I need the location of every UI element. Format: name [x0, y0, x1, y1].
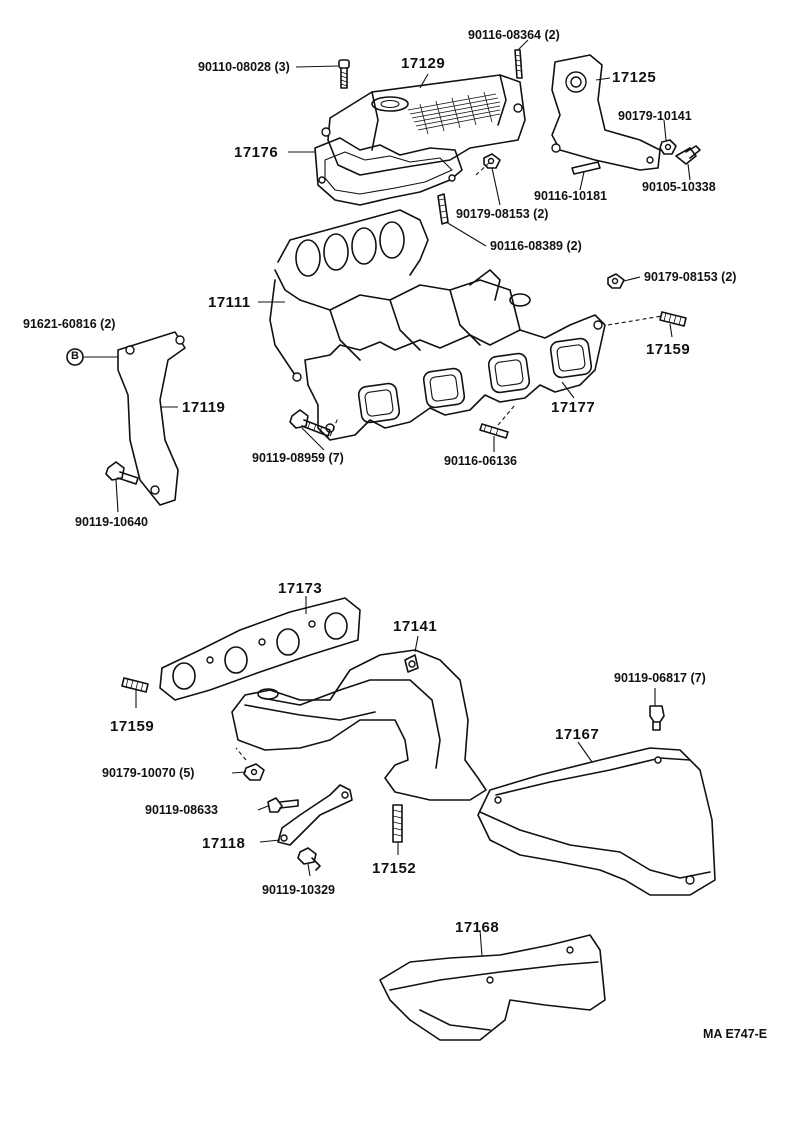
- callout-17168: 17168: [455, 919, 500, 936]
- callout-17129: 17129: [401, 55, 446, 72]
- intake-chamber-17129: [321, 74, 526, 176]
- bracket-17125: [551, 54, 661, 171]
- bolt-90110-08028: [338, 59, 350, 89]
- part-90119-10329: 90119-10329: [262, 883, 335, 897]
- part-90116-10181: 90116-10181: [534, 189, 607, 203]
- bolt-90105-10338: [675, 145, 701, 165]
- exhaust-manifold-17141: [231, 649, 487, 801]
- nut-90179-08153-upper: [483, 153, 501, 169]
- callout-17141: 17141: [393, 618, 438, 635]
- bolt-90119-10640: [105, 461, 139, 485]
- part-90116-06136: 90116-06136: [444, 454, 517, 468]
- part-90179-10141: 90179-10141: [618, 109, 692, 123]
- bolt-90119-08959: [289, 409, 331, 437]
- part-90119-08633: 90119-08633: [145, 803, 218, 817]
- callout-17159-lower: 17159: [110, 718, 155, 735]
- callout-17177: 17177: [551, 399, 596, 416]
- stud-90116-08364: [514, 49, 523, 79]
- bolt-90119-08633: [267, 797, 299, 813]
- leader-lines: [84, 39, 691, 957]
- nut-90179-08153-lower: [607, 273, 625, 289]
- bracket-17118: [277, 784, 353, 846]
- gasket-17176: [314, 137, 463, 206]
- callout-17125: 17125: [612, 69, 657, 86]
- callout-17173: 17173: [278, 580, 323, 597]
- callout-17176: 17176: [234, 144, 279, 161]
- bolt-90119-10329: [297, 847, 321, 871]
- intake-manifold-17111: [269, 209, 531, 382]
- callout-17118: 17118: [202, 835, 246, 852]
- part-90105-10338: 90105-10338: [642, 180, 716, 194]
- stud-17152: [392, 804, 403, 843]
- stud-17159-lower: [121, 677, 149, 693]
- part-90116-08364: 90116-08364 (2): [468, 28, 560, 42]
- stud-90116-10181: [571, 161, 601, 175]
- callout-17119: 17119: [182, 399, 226, 416]
- part-90116-08389: 90116-08389 (2): [490, 239, 582, 253]
- part-90119-08959: 90119-08959 (7): [252, 451, 344, 465]
- part-90119-06817: 90119-06817 (7): [614, 671, 706, 685]
- stud-17159-upper: [659, 311, 687, 327]
- callout-17111: 17111: [208, 294, 251, 311]
- nut-90179-10141: [659, 139, 677, 155]
- diagram-code: MA E747-E: [703, 1027, 768, 1041]
- stud-90116-06136: [479, 423, 509, 439]
- part-90119-10640: 90119-10640: [75, 515, 148, 529]
- circled-b-letter: B: [71, 350, 79, 362]
- bracket-17119: [117, 331, 186, 506]
- nut-90179-10070: [243, 763, 265, 781]
- part-90110-08028: 90110-08028 (3): [198, 60, 290, 74]
- bolt-90119-06817: [649, 705, 665, 731]
- gasket-17173: [159, 597, 361, 701]
- part-90179-10070: 90179-10070 (5): [102, 766, 195, 780]
- heat-insulator-17167: [477, 747, 716, 896]
- heat-insulator-17168: [379, 934, 606, 1041]
- callout-17159-upper: 17159: [646, 341, 691, 358]
- part-90179-08153-lower: 90179-08153 (2): [644, 270, 737, 284]
- part-90179-08153-upper: 90179-08153 (2): [456, 207, 549, 221]
- stud-90116-08389: [437, 193, 449, 225]
- part-91621-60816: 91621-60816 (2): [23, 317, 116, 331]
- callout-17152: 17152: [372, 860, 417, 877]
- callout-17167: 17167: [555, 726, 600, 743]
- circled-b-symbol: [66, 348, 84, 366]
- gasket-17177: [304, 314, 606, 441]
